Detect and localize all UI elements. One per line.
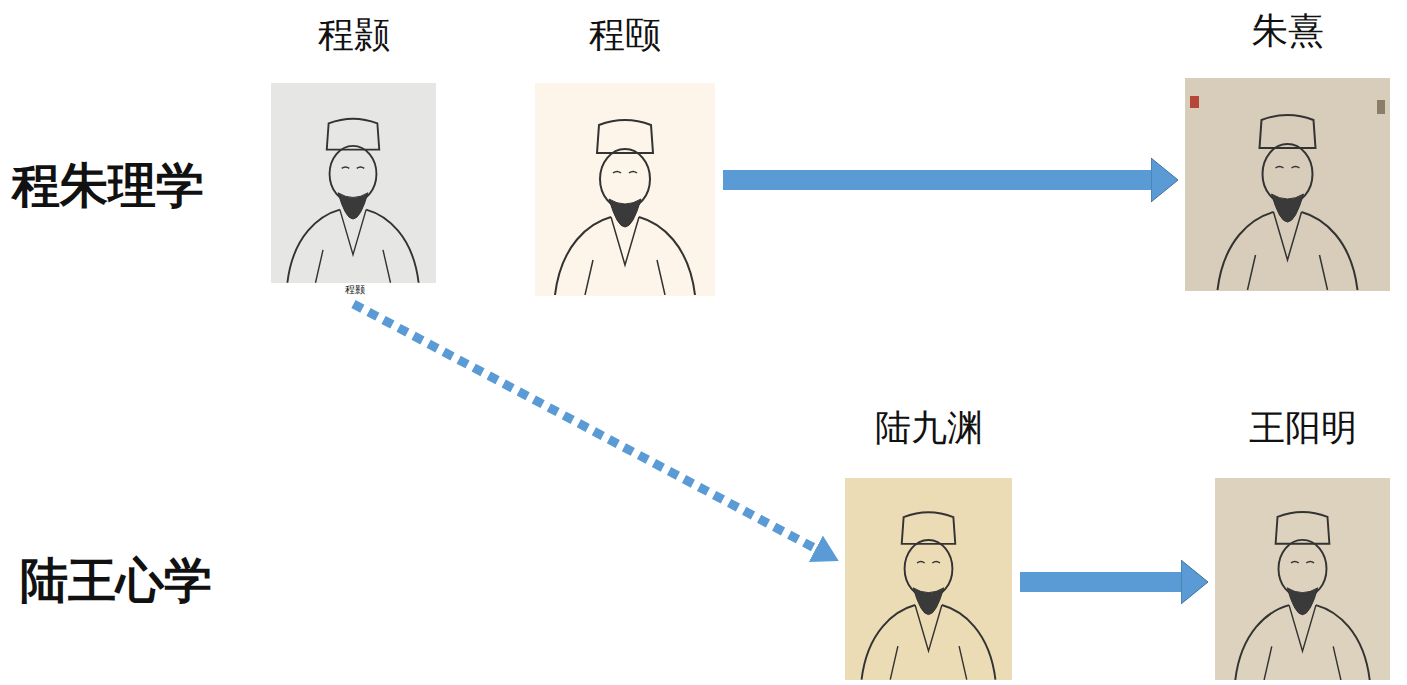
portrait-node: 王阳明	[1215, 405, 1390, 680]
portrait-wangyangming	[1215, 478, 1390, 680]
portrait-lujiuyuan	[845, 478, 1012, 680]
block-arrow	[1020, 572, 1181, 592]
person-name: 王阳明	[1215, 405, 1390, 451]
portrait-caption: 程颢	[325, 283, 385, 296]
row-title: 程朱理学	[12, 155, 204, 215]
portrait-node: 程颐	[535, 12, 715, 296]
person-name: 程颢	[271, 12, 436, 58]
portrait-node: 程颢	[271, 12, 436, 296]
block-arrow	[723, 170, 1151, 190]
person-name: 陆九渊	[845, 405, 1012, 451]
portrait-node: 陆九渊	[845, 405, 1012, 680]
dotted-arrow	[354, 304, 816, 549]
person-name: 朱熹	[1185, 8, 1390, 54]
portrait-node: 朱熹	[1185, 8, 1390, 291]
row-title: 陆王心学	[20, 550, 212, 610]
portrait-chengyi	[535, 83, 715, 296]
portrait-zhuxi	[1185, 78, 1390, 291]
person-name: 程颐	[535, 12, 715, 58]
portrait-chenghao	[271, 83, 436, 296]
